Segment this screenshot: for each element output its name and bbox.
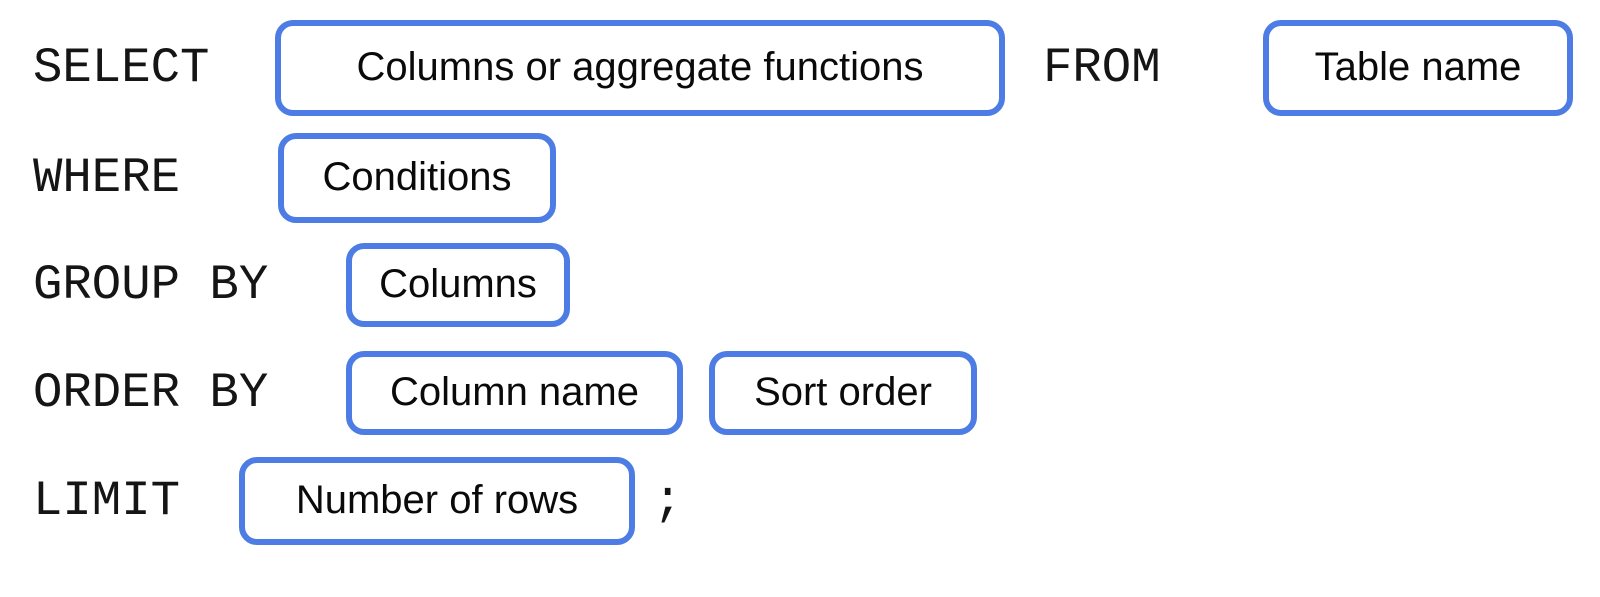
slot-select-columns-label: Columns or aggregate functions (356, 45, 924, 89)
slot-table-name[interactable]: Table name (1263, 20, 1573, 116)
slot-select-columns[interactable]: Columns or aggregate functions (275, 20, 1005, 116)
clause-row-group-by: GROUP BY Columns (0, 243, 1600, 327)
slot-number-of-rows-label: Number of rows (295, 478, 579, 522)
slot-order-by-column-name[interactable]: Column name (346, 351, 683, 435)
slot-group-by-columns-label: Columns (379, 262, 537, 306)
keyword-order-by: ORDER BY (33, 364, 269, 421)
slot-order-by-column-name-label: Column name (389, 370, 639, 414)
slot-order-by-sort-order[interactable]: Sort order (709, 351, 977, 435)
keyword-limit: LIMIT (33, 472, 181, 529)
slot-table-name-label: Table name (1314, 45, 1522, 89)
clause-row-order-by: ORDER BY Column name Sort order (0, 351, 1600, 435)
keyword-group-by: GROUP BY (33, 256, 269, 313)
slot-number-of-rows[interactable]: Number of rows (239, 457, 635, 545)
keyword-from: FROM (1043, 39, 1161, 96)
slot-conditions-label: Conditions (322, 155, 512, 199)
keyword-select: SELECT (33, 39, 210, 96)
keyword-where: WHERE (33, 149, 181, 206)
statement-terminator: ; (653, 472, 683, 529)
slot-order-by-sort-order-label: Sort order (754, 370, 932, 414)
slot-conditions[interactable]: Conditions (278, 133, 556, 223)
clause-row-where: WHERE Conditions (0, 133, 1600, 223)
clause-row-limit: LIMIT Number of rows ; (0, 457, 1600, 545)
clause-row-select: SELECT Columns or aggregate functions FR… (0, 20, 1600, 116)
slot-group-by-columns[interactable]: Columns (346, 243, 570, 327)
